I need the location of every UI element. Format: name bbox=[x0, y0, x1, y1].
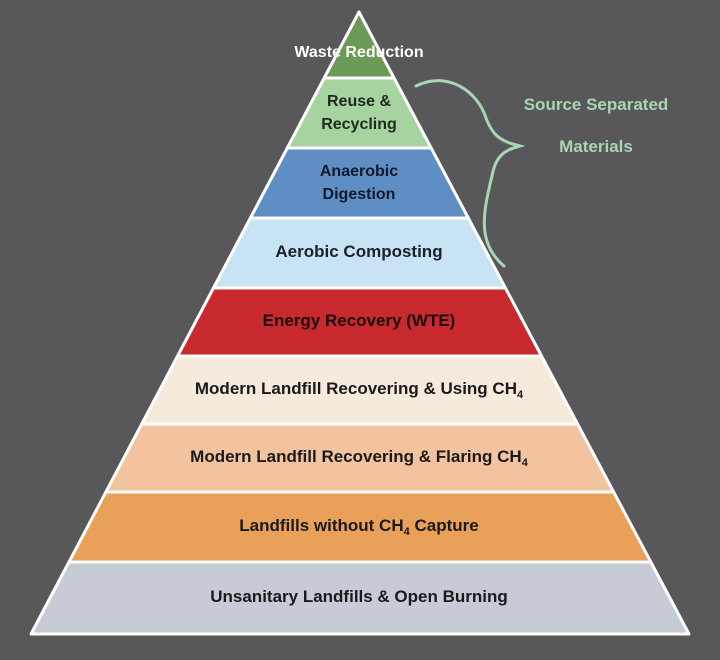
tier-1-label-line1: Reuse & bbox=[327, 93, 391, 110]
tier-7-label: Landfills without CH4 Capture bbox=[239, 516, 478, 537]
tier-8-band bbox=[29, 560, 691, 636]
tier-0: Waste Reduction bbox=[294, 10, 424, 80]
brace-label-line2: Materials bbox=[559, 137, 633, 156]
tier-6-label: Modern Landfill Recovering & Flaring CH4 bbox=[190, 447, 529, 468]
tier-3: Aerobic Composting bbox=[211, 216, 507, 290]
tier-4: Energy Recovery (WTE) bbox=[176, 286, 544, 358]
tier-5-label: Modern Landfill Recovering & Using CH4 bbox=[195, 379, 524, 400]
tier-4-label: Energy Recovery (WTE) bbox=[263, 311, 456, 330]
tier-3-label: Aerobic Composting bbox=[275, 242, 442, 261]
source-separated-brace-icon bbox=[414, 79, 526, 268]
tier-7: Landfills without CH4 Capture bbox=[67, 490, 653, 564]
tier-8: Unsanitary Landfills & Open Burning bbox=[29, 560, 691, 636]
tier-1-label-line2: Recycling bbox=[321, 116, 397, 133]
tier-1: Reuse & Recycling bbox=[285, 76, 433, 150]
tier-1-band bbox=[285, 76, 433, 150]
tier-5: Modern Landfill Recovering & Using CH4 bbox=[140, 354, 580, 426]
tier-6: Modern Landfill Recovering & Flaring CH4 bbox=[104, 422, 616, 494]
tier-8-label: Unsanitary Landfills & Open Burning bbox=[210, 587, 508, 606]
tier-0-label: Waste Reduction bbox=[294, 44, 423, 61]
brace-label-line1: Source Separated bbox=[524, 95, 669, 114]
tier-2-label-line2: Digestion bbox=[323, 186, 396, 203]
tier-2-label-line1: Anaerobic bbox=[320, 163, 398, 180]
tier-2-band bbox=[248, 146, 470, 220]
